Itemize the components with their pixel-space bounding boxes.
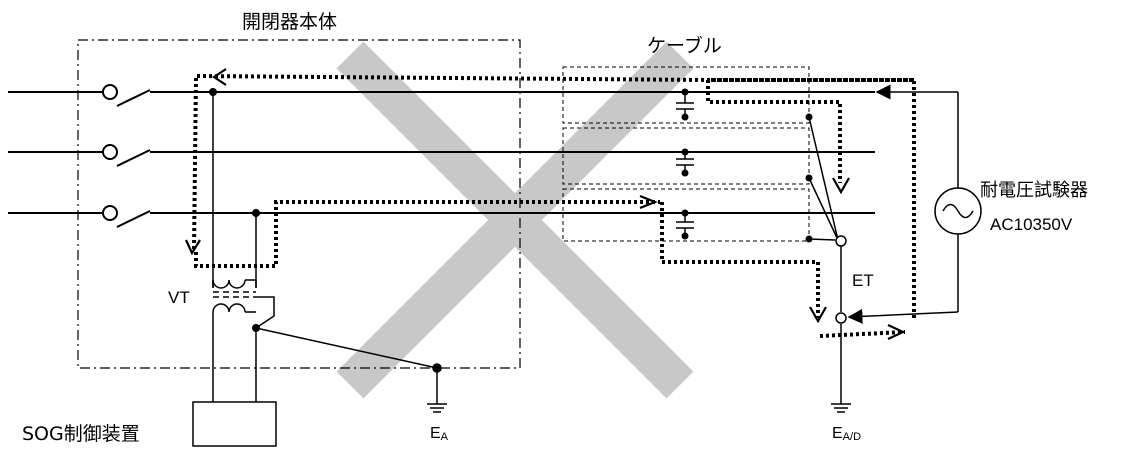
cable-box-1 (562, 66, 810, 124)
junction-dot (805, 113, 813, 243)
earth-ad-label: EA/D (832, 425, 861, 443)
sog-controller-label: SOG制御装置 (22, 423, 140, 445)
tester-wiring (847, 84, 959, 324)
cable-label: ケーブル (647, 34, 722, 57)
et-label: ET (852, 271, 874, 290)
capacitor-dots (681, 88, 689, 240)
earth-ground-icon (831, 403, 851, 413)
junction-dot (252, 209, 260, 217)
current-path-dotted (192, 73, 916, 338)
sog-controller-box (192, 401, 277, 447)
vt-wiring (212, 92, 438, 402)
earth-ground-icon (427, 363, 447, 413)
tester-voltage-label: AC10350V (990, 215, 1073, 234)
ac-sine-source-icon (934, 187, 982, 235)
earth-a-label: EA (430, 425, 449, 443)
cable-box-3 (562, 188, 810, 242)
et-terminal-upper (835, 235, 847, 247)
current-path-arrows (185, 68, 906, 340)
cable-enclosures (562, 66, 810, 242)
et-terminal-lower (835, 312, 847, 324)
switchgear-body-label: 開閉器本体 (242, 11, 337, 33)
junction-dot (209, 88, 217, 96)
vt-label: VT (168, 288, 190, 307)
et-wiring (808, 116, 842, 404)
vt-transformer-icon (212, 279, 257, 313)
junction-dot (252, 324, 260, 332)
prohibited-cross-icon (336, 41, 694, 399)
cable-box-2 (562, 127, 810, 185)
tester-name-label: 耐電圧試験器 (980, 180, 1088, 201)
disconnect-switch-icon (8, 84, 875, 228)
